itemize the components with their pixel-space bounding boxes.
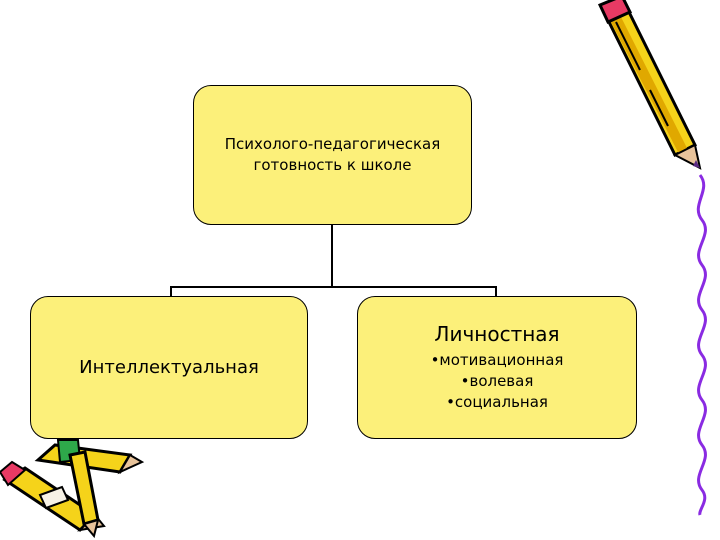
pencils-clipart-icon (0, 439, 145, 539)
intellectual-label: Интеллектуальная (79, 357, 259, 378)
root-title-line2: готовность к школе (253, 156, 412, 174)
personal-item-social: •социальная (446, 393, 548, 411)
wavy-edge-line (696, 174, 707, 516)
root-title-line1: Психолого-педагогическая (224, 135, 441, 153)
root-node: Психолого-педагогическая готовность к шк… (193, 85, 472, 225)
connector-horizontal (170, 286, 497, 288)
connector-left-drop (170, 286, 172, 296)
personal-node: Личностная •мотивационная •волевая •соци… (357, 296, 637, 439)
personal-item-motivational: •мотивационная (430, 351, 564, 369)
connector-right-drop (495, 286, 497, 296)
intellectual-node: Интеллектуальная (30, 296, 308, 439)
personal-item-volitional: •волевая (460, 372, 534, 390)
connector-vertical-top (331, 225, 333, 287)
personal-label: Личностная (434, 322, 560, 346)
pencil-clipart-icon (597, 0, 702, 170)
